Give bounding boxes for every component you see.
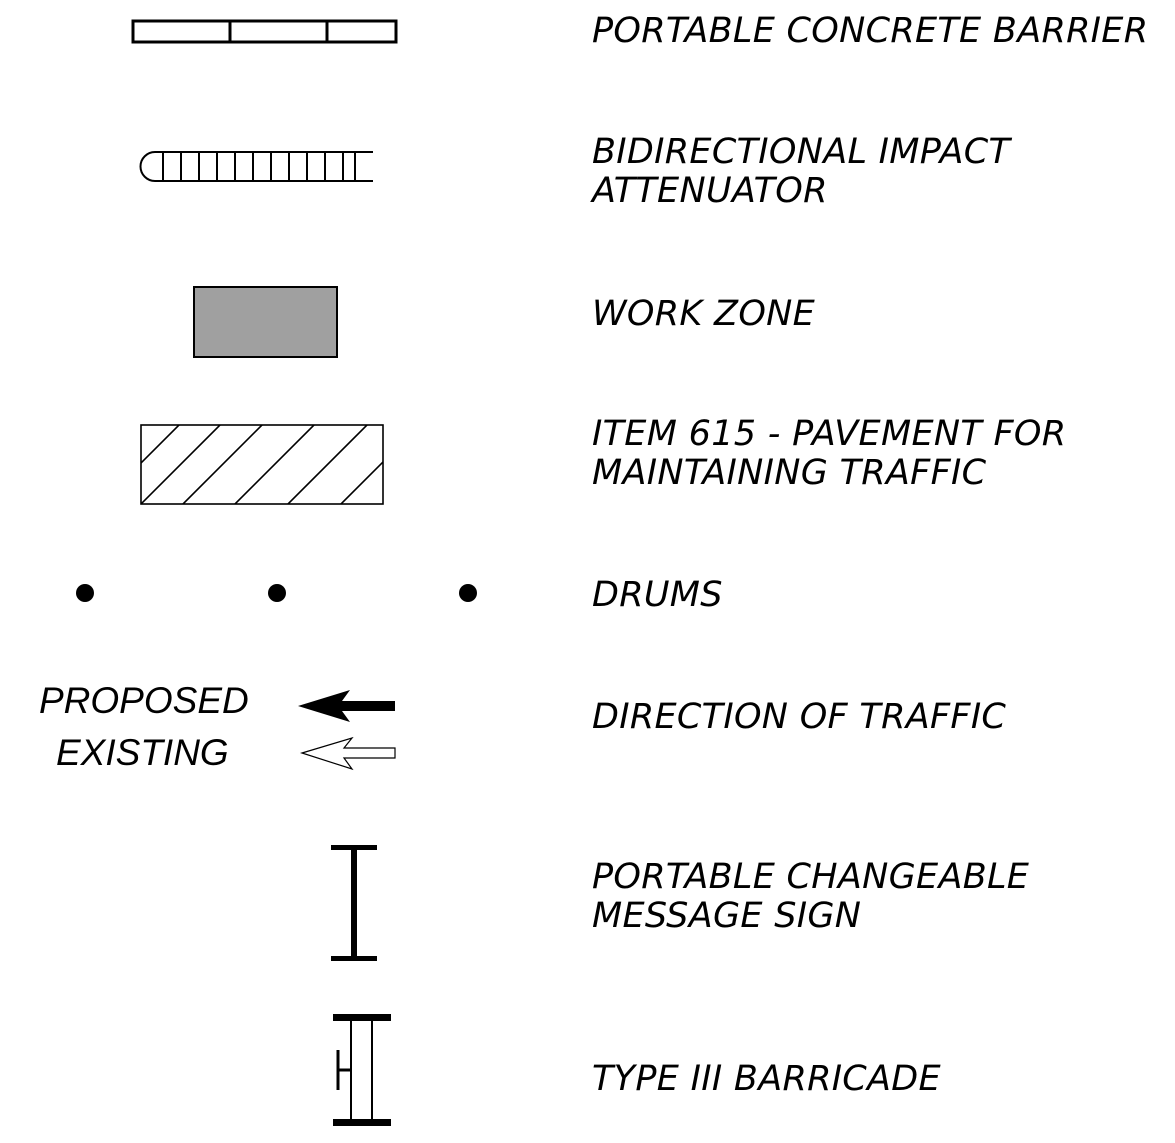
proposed-arrow-icon bbox=[298, 690, 395, 722]
proposed-label: PROPOSED bbox=[39, 680, 249, 721]
legend-label-message-sign: PORTABLE CHANGEABLE MESSAGE SIGN bbox=[592, 857, 1030, 936]
message-sign-icon bbox=[331, 845, 377, 961]
barricade-icon bbox=[333, 1014, 391, 1126]
legend-label-portable-concrete-barrier: PORTABLE CONCRETE BARRIER bbox=[592, 11, 1149, 51]
legend-label-drums: DRUMS bbox=[592, 575, 723, 615]
drum-icon bbox=[459, 584, 477, 602]
hatched-pavement-icon bbox=[140, 424, 384, 505]
drum-icon bbox=[268, 584, 286, 602]
existing-arrow-icon bbox=[299, 736, 396, 771]
legend-label-item-615: ITEM 615 - PAVEMENT FOR MAINTAINING TRAF… bbox=[592, 414, 1067, 493]
legend-label-direction-of-traffic: DIRECTION OF TRAFFIC bbox=[592, 697, 1007, 737]
existing-label: EXISTING bbox=[56, 732, 229, 773]
legend-label-work-zone: WORK ZONE bbox=[592, 294, 816, 334]
barrier-icon bbox=[131, 19, 398, 44]
drums-group bbox=[76, 584, 477, 602]
legend-label-type-iii-barricade: TYPE III BARRICADE bbox=[592, 1059, 941, 1099]
attenuator-icon bbox=[139, 151, 373, 182]
drum-icon bbox=[76, 584, 94, 602]
legend-label-impact-attenuator: BIDIRECTIONAL IMPACT ATTENUATOR bbox=[592, 132, 1011, 211]
work-zone-icon bbox=[193, 286, 338, 358]
